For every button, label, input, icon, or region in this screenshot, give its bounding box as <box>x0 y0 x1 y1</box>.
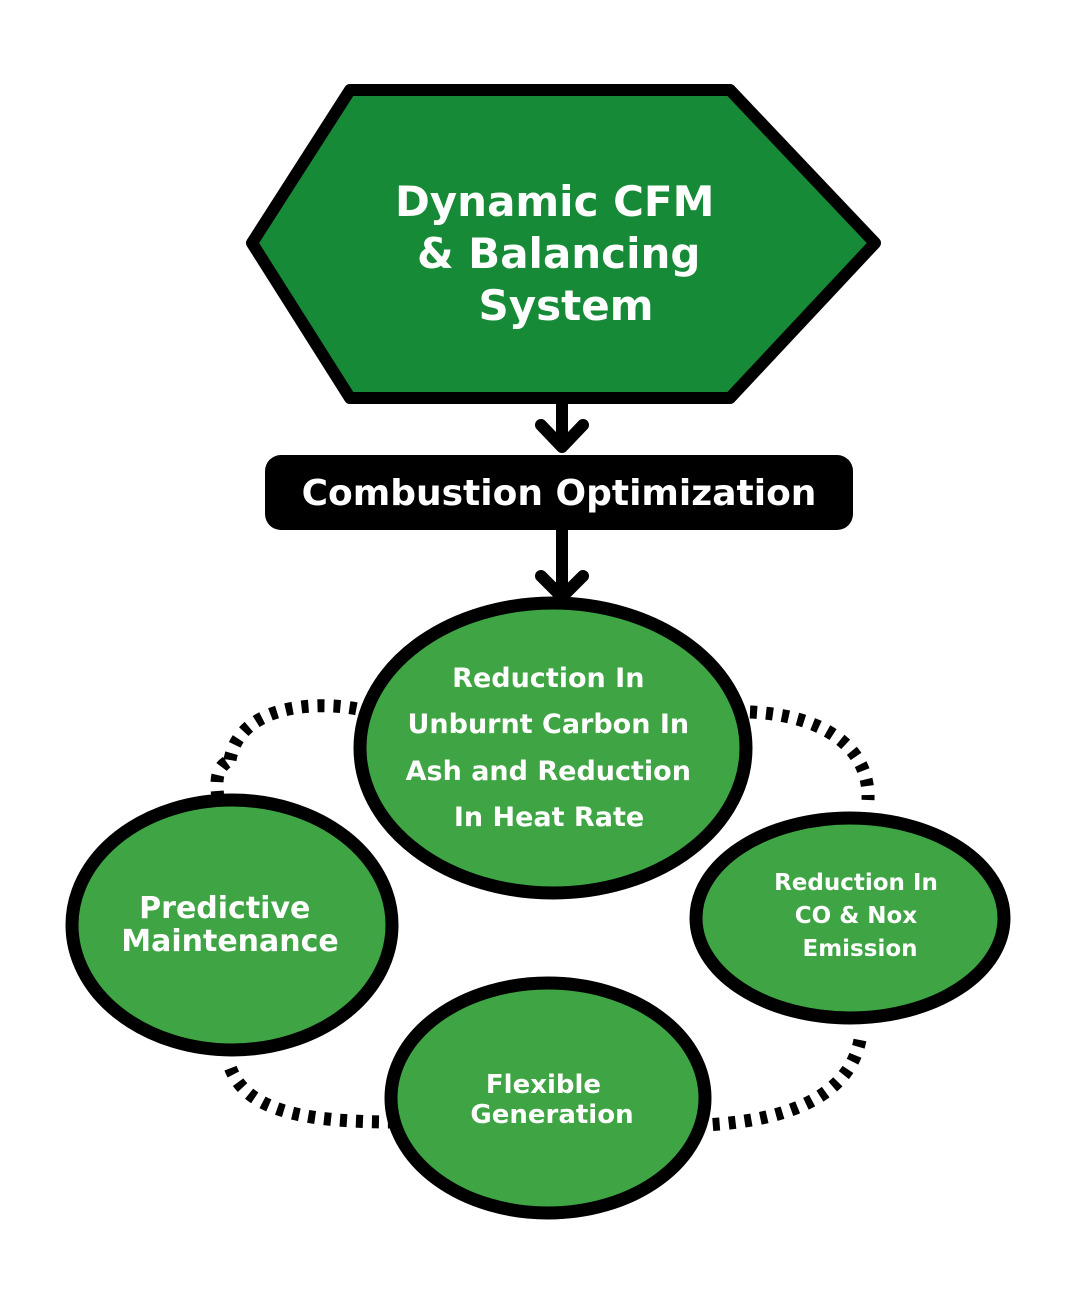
outcome-emission-line-2: CO & Nox <box>795 903 918 929</box>
outcome-predictive-line-1: Predictive <box>139 891 310 926</box>
outcome-heat-rate-shape <box>353 596 753 900</box>
outcome-heat-rate-line-3: Ash and Reduction <box>406 756 691 787</box>
top-hexagon-shape <box>246 84 881 404</box>
outcome-predictive-text: Predictive Maintenance <box>121 891 339 959</box>
outcome-emission-line-1: Reduction In <box>774 870 938 896</box>
outcome-emission-shape <box>689 811 1011 1025</box>
outcome-flexible-text: Flexible Generation <box>470 1070 633 1130</box>
cycle-ring-dotted <box>210 699 875 1132</box>
top-node-line-2: & Balancing <box>417 229 701 278</box>
outcome-heat-rate-line-2: Unburnt Carbon In <box>407 709 689 740</box>
outcome-flexible-line-2: Generation <box>470 1100 633 1130</box>
outcome-flexible-shape <box>384 976 712 1220</box>
outcome-heat-rate-line-4: In Heat Rate <box>454 802 644 833</box>
arrow-top-to-mid <box>535 398 589 453</box>
top-node-text: Dynamic CFM & Balancing System <box>395 177 729 330</box>
outcome-heat-rate-line-1: Reduction In <box>452 663 644 694</box>
top-node-line-3: System <box>479 281 654 330</box>
outcome-emission-text: Reduction In CO & Nox Emission <box>774 870 946 962</box>
outcome-heat-rate-text: Reduction In Unburnt Carbon In Ash and R… <box>406 663 701 833</box>
outcome-predictive-line-2: Maintenance <box>121 924 339 959</box>
combustion-optimization-label: Combustion Optimization <box>302 473 817 514</box>
arrow-mid-to-outcomes <box>535 530 589 603</box>
outcome-predictive-shape <box>65 793 399 1057</box>
combustion-box-shape <box>265 455 853 530</box>
top-node-line-1: Dynamic CFM <box>395 177 714 226</box>
outcome-flexible-line-1: Flexible <box>486 1070 601 1100</box>
outcome-emission-line-3: Emission <box>803 936 918 962</box>
